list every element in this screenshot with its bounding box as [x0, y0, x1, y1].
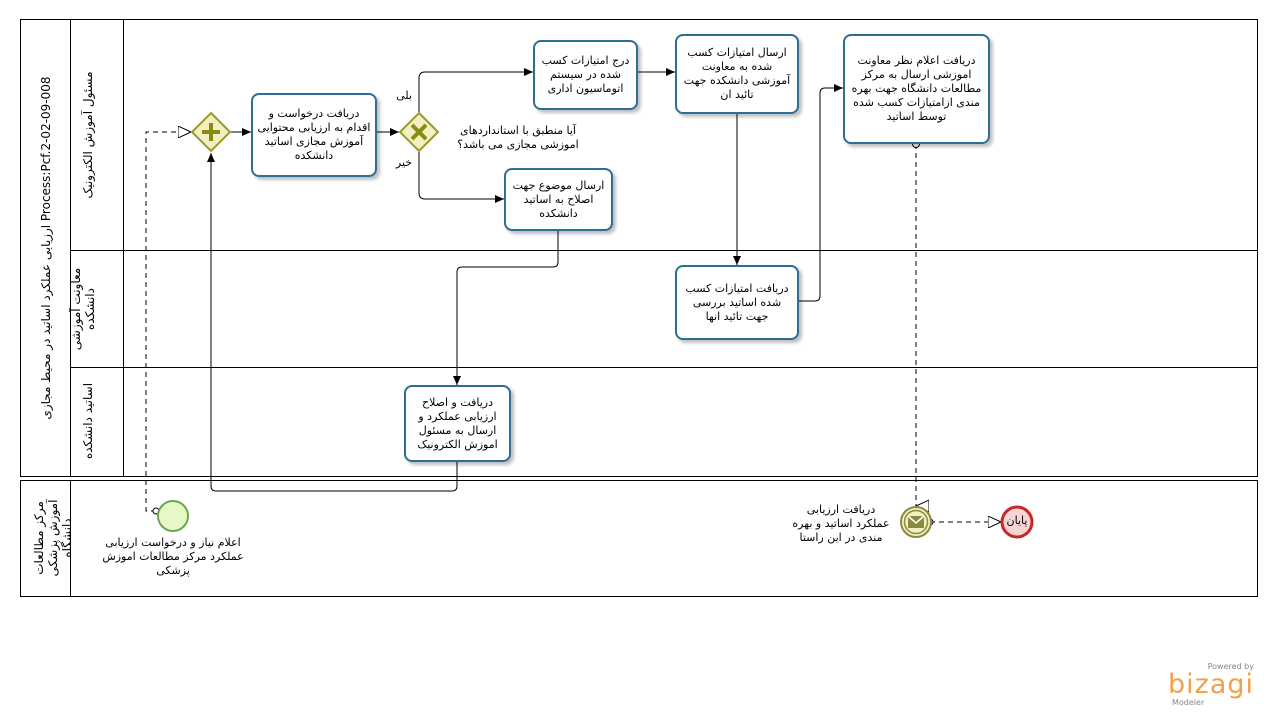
flow-start-to-parallel: [145, 132, 191, 512]
flow-gateway-no: [418, 152, 504, 203]
powered-by-text: Powered by: [1207, 662, 1254, 671]
task-enter-scores-label: درج امتیازات کسب شده در سیستم اتوماسیون …: [541, 54, 630, 95]
lane-divider-2: [71, 367, 1258, 368]
end-event[interactable]: [1000, 505, 1034, 539]
end-event-label: پایان: [1006, 514, 1028, 527]
main-pool: [20, 19, 1258, 477]
task-faculty-correct[interactable]: دریافت و اصلاح ارزیابی عملکرد و ارسال به…: [404, 385, 511, 462]
gateway-question: آیا منطبق با استانداردهای اموزشی مجازی م…: [457, 124, 579, 151]
task-review-scores[interactable]: دریافت امتیازات کسب شده اساتید بررسی جهت…: [675, 265, 799, 340]
bizagi-logo: Powered by bizagi Modeler: [1158, 662, 1254, 707]
exclusive-gateway[interactable]: [398, 111, 440, 153]
task-receive-request-label: دریافت درخواست و اقدام به ارزیابی محتوای…: [257, 107, 371, 162]
gateway-yes-label: بلی: [396, 89, 412, 102]
parallel-gateway[interactable]: [190, 111, 232, 153]
task-receive-opinion-label: دریافت اعلام نظر معاونت اموزشی ارسال به …: [851, 54, 982, 123]
task-receive-request[interactable]: دریافت درخواست و اقدام به ارزیابی محتوای…: [251, 93, 377, 177]
lane-headers-column: [20, 19, 124, 477]
modeler-text: Modeler: [1172, 698, 1205, 707]
task-review-scores-label: دریافت امتیازات کسب شده اساتید بررسی جهت…: [685, 281, 789, 323]
flow-gateway-yes: [418, 68, 533, 112]
flow-faculty-to-parallel: [207, 153, 458, 492]
message-intermediate-event[interactable]: [900, 506, 932, 538]
main-pool-header: [20, 19, 71, 477]
task-send-scores-label: ارسال امتیازات کسب شده به معاونت آموزشی …: [683, 46, 791, 101]
flow-correction-to-faculty: [453, 231, 559, 385]
task-faculty-correct-label: دریافت و اصلاح ارزیابی عملکرد و ارسال به…: [417, 395, 498, 451]
flow-review-to-opinion: [799, 84, 843, 302]
start-event-label: اعلام نیاز و درخواست ارزیابی عملکرد مرکز…: [102, 536, 244, 577]
secondary-pool: [20, 480, 1258, 597]
secondary-pool-header: [20, 480, 71, 597]
task-send-correction-label: ارسال موضوع جهت اصلاح به اساتید دانشکده: [512, 178, 605, 220]
lane-divider-1: [71, 250, 1258, 251]
task-send-scores[interactable]: ارسال امتیازات کسب شده به معاونت آموزشی …: [675, 34, 799, 114]
task-enter-scores[interactable]: درج امتیازات کسب شده در سیستم اتوماسیون …: [533, 40, 638, 110]
task-send-correction[interactable]: ارسال موضوع جهت اصلاح به اساتید دانشکده: [504, 168, 613, 231]
start-event[interactable]: [157, 500, 189, 532]
bizagi-wordmark: bizagi: [1168, 669, 1254, 700]
message-event-label: دریافت ارزیابی عملکرد اساتید و بهره مندی…: [792, 503, 890, 544]
task-receive-opinion[interactable]: دریافت اعلام نظر معاونت اموزشی ارسال به …: [843, 34, 990, 144]
gateway-no-label: خیر: [395, 156, 413, 169]
